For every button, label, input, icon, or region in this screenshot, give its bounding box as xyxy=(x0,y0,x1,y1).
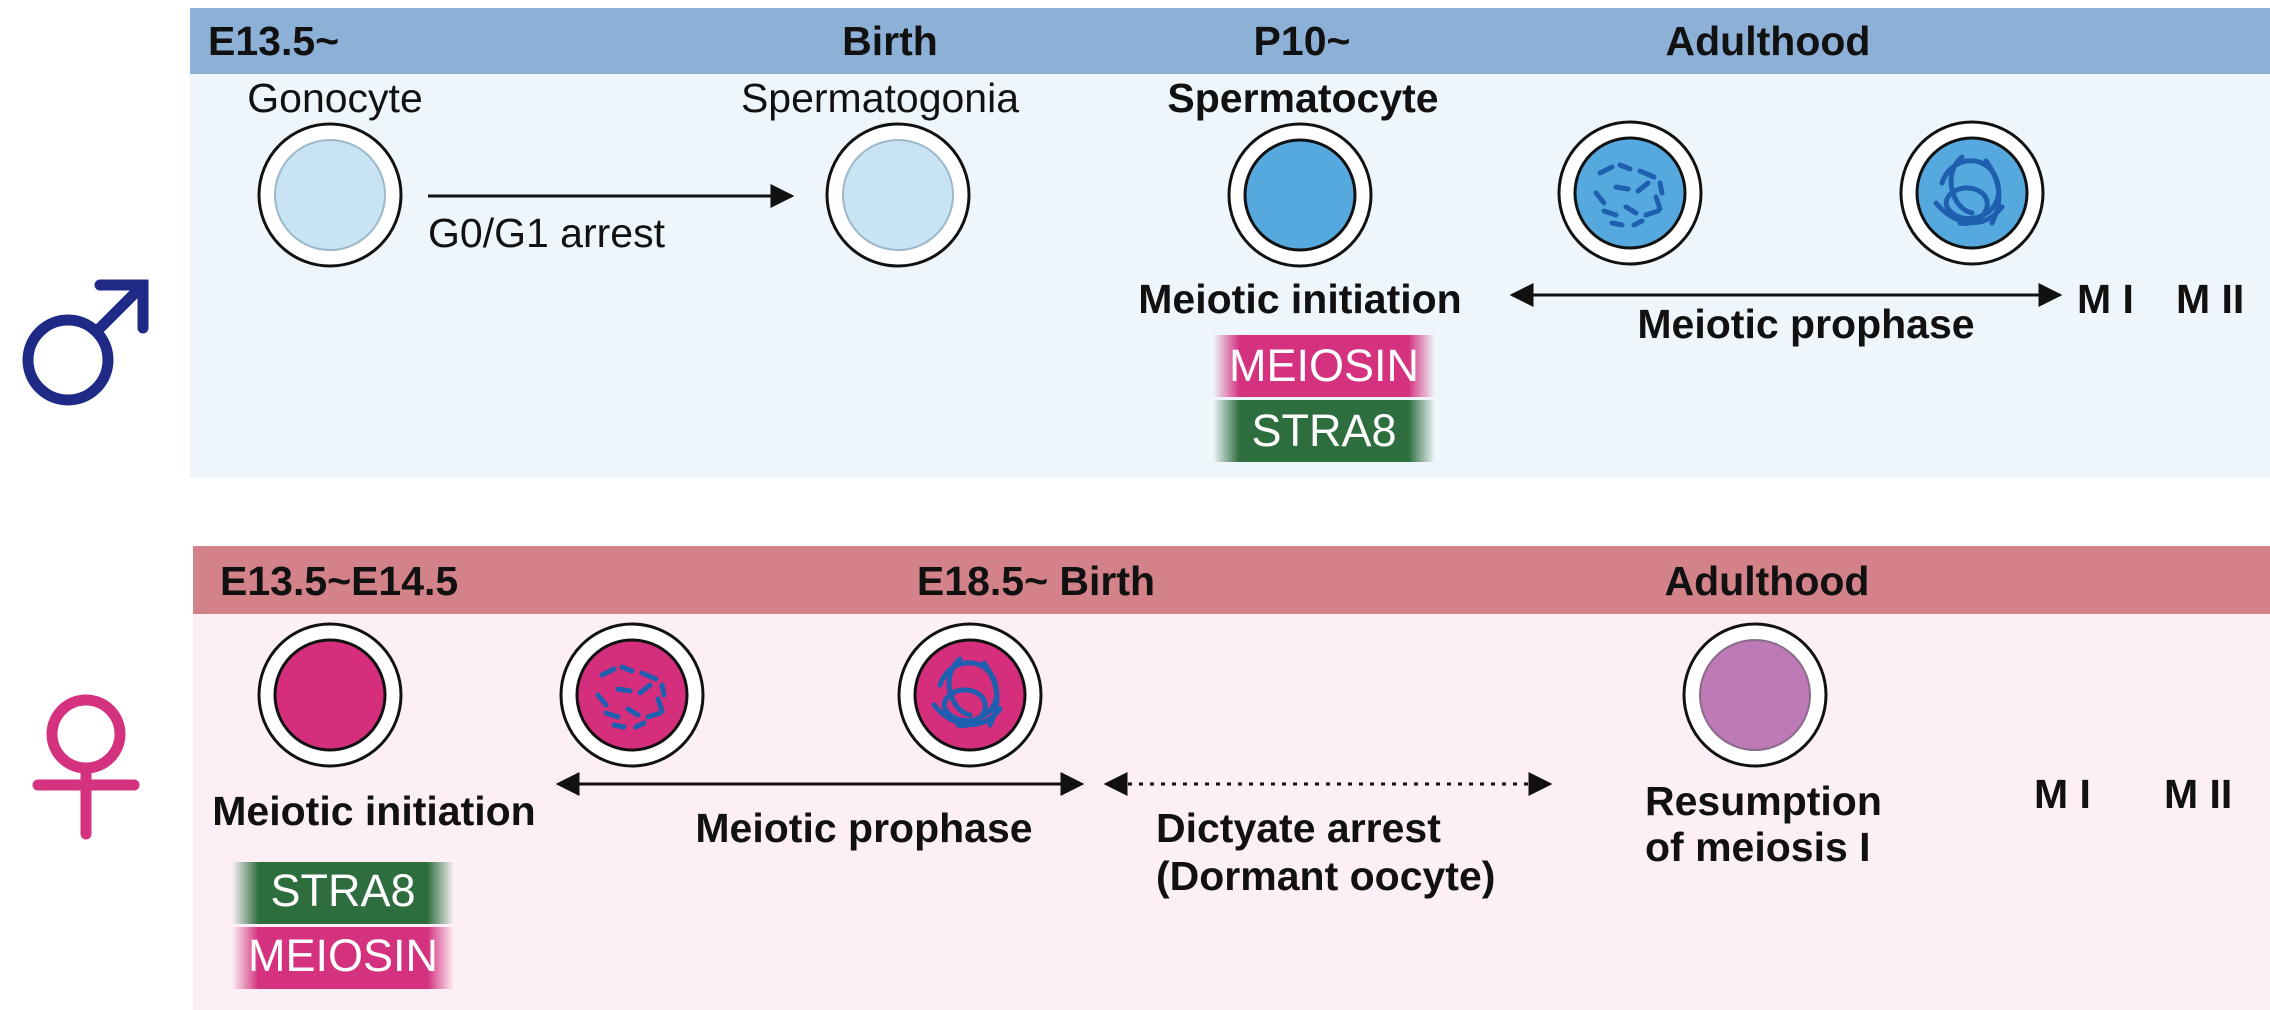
spermatogonia-label: Spermatogonia xyxy=(741,75,1019,121)
spermatogonia-cell xyxy=(825,122,971,268)
female-symbol-icon xyxy=(32,694,140,840)
gonocyte-label: Gonocyte xyxy=(247,75,423,121)
female-header-e135: E13.5~E14.5 xyxy=(220,558,458,604)
female-initiation-cell xyxy=(257,622,403,768)
dormant-oocyte-label: (Dormant oocyte) xyxy=(1156,853,1495,899)
male-header-adulthood: Adulthood xyxy=(1666,18,1871,64)
female-marker-stra8: STRA8 xyxy=(232,862,454,924)
female-meiotic-prophase-label: Meiotic prophase xyxy=(695,805,1032,851)
male-header-birth: Birth xyxy=(842,18,938,64)
female-meiosin-marker-text: MEIOSIN xyxy=(248,930,438,981)
resumption-label-line2: of meiosis I xyxy=(1645,824,1871,870)
resumption-cell xyxy=(1682,622,1828,768)
male-header-p10: P10~ xyxy=(1254,18,1351,64)
spermatocyte-cell xyxy=(1227,122,1373,268)
male-symbol-icon xyxy=(22,279,149,406)
female-meiotic-initiation-label: Meiotic initiation xyxy=(212,788,535,834)
spermatocyte-label: Spermatocyte xyxy=(1167,75,1438,121)
female-mi-label: M I xyxy=(2034,771,2091,817)
male-marker-meiosin: MEIOSIN xyxy=(1213,335,1435,397)
male-meiotic-initiation-label: Meiotic initiation xyxy=(1138,276,1461,322)
gonocyte-cell xyxy=(257,122,403,268)
dictyate-arrest-label: Dictyate arrest xyxy=(1156,805,1441,851)
male-header-e135: E13.5~ xyxy=(208,18,339,64)
male-marker-stra8: STRA8 xyxy=(1213,400,1435,462)
female-stra8-marker-text: STRA8 xyxy=(270,865,415,916)
female-header-e185: E18.5~ Birth xyxy=(917,558,1155,604)
female-panel xyxy=(193,614,2270,1010)
female-prophase-cell-early xyxy=(559,622,705,768)
resumption-label-line1: Resumption xyxy=(1645,778,1882,824)
female-marker-meiosin: MEIOSIN xyxy=(232,927,454,989)
female-mii-label: M II xyxy=(2164,771,2232,817)
female-header-adulthood: Adulthood xyxy=(1665,558,1870,604)
male-prophase-cell-late xyxy=(1899,120,2045,266)
male-header-bar xyxy=(190,8,2270,74)
female-header-bar xyxy=(193,546,2270,614)
male-mii-label: M II xyxy=(2176,276,2244,322)
meiosin-marker-text: MEIOSIN xyxy=(1229,340,1419,391)
male-prophase-cell-early xyxy=(1557,120,1703,266)
female-prophase-cell-late xyxy=(897,622,1043,768)
male-mi-label: M I xyxy=(2077,276,2134,322)
stra8-marker-text: STRA8 xyxy=(1251,405,1396,456)
male-meiotic-prophase-label: Meiotic prophase xyxy=(1637,301,1974,347)
g0g1-arrest-label: G0/G1 arrest xyxy=(428,210,666,256)
